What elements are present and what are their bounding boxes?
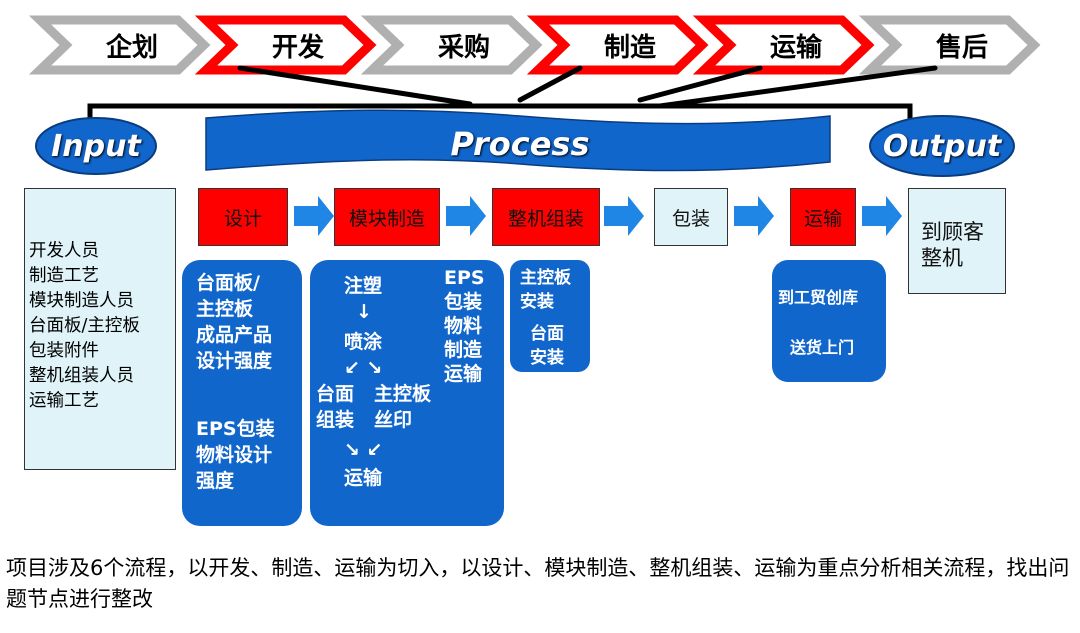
design-detail-text: EPS包装 xyxy=(196,418,275,440)
step-assembly: 整机组装 xyxy=(492,188,600,246)
assembly-detail-text: 台面 xyxy=(530,324,564,344)
assembly-detail: 主控板 安装 台面 安装 xyxy=(510,260,590,372)
process-label: Process xyxy=(450,125,590,163)
flow-arrow-2 xyxy=(446,196,486,236)
module-detail-text: 主控板 xyxy=(374,383,432,405)
stage-label-develop: 开发 xyxy=(271,32,324,63)
stage-chevron-plan xyxy=(28,15,211,75)
flow-arrow-1 xyxy=(294,196,334,236)
down-arrow: ↓ xyxy=(356,301,372,323)
step-packing: 包装 xyxy=(654,188,728,246)
module-detail-text: 注塑 xyxy=(344,275,383,297)
output-line: 到顾客 xyxy=(921,220,984,244)
design-detail-text: 强度 xyxy=(196,470,235,492)
module-detail-text: 包装 xyxy=(444,291,483,313)
step-module: 模块制造 xyxy=(334,188,440,246)
assembly-detail-text: 主控板 xyxy=(520,268,571,288)
transport-detail-text: 送货上门 xyxy=(790,338,855,357)
module-detail-text: EPS xyxy=(444,267,485,289)
stage-chevron-transport xyxy=(692,15,875,75)
design-detail-text: 设计强度 xyxy=(196,350,273,372)
transport-detail-text: 到工贸创库 xyxy=(778,288,859,307)
module-detail-text: 台面 xyxy=(316,383,355,405)
input-item: 运输工艺 xyxy=(29,391,99,411)
design-detail-text: 主控板 xyxy=(196,298,254,320)
design-detail: 台面板/ 主控板 成品产品 设计强度 EPS包装 物料设计 强度 xyxy=(182,260,302,526)
flow-arrow-5 xyxy=(862,196,902,236)
module-detail-text: 喷涂 xyxy=(344,331,383,353)
input-item: 台面板/主控板 xyxy=(29,316,140,336)
module-detail-text: 运输 xyxy=(344,467,383,489)
flow-arrow-4 xyxy=(734,196,774,236)
output-ellipse xyxy=(869,115,1015,177)
stage-chevron-manufacture xyxy=(526,15,709,75)
stage-label-transport: 运输 xyxy=(769,32,822,63)
input-output-bar xyxy=(87,103,913,122)
stage-chevron-purchase xyxy=(360,15,543,75)
input-label: Input xyxy=(51,128,141,164)
converging-lines xyxy=(237,65,938,109)
merge-arrows: ↘ ↙ xyxy=(344,439,383,461)
module-detail-text: 制造 xyxy=(444,339,483,361)
input-item: 制造工艺 xyxy=(29,266,99,286)
assembly-detail-text: 安装 xyxy=(530,348,564,368)
input-list: 开发人员 制造工艺 模块制造人员 台面板/主控板 包装附件 整机组装人员 运输工… xyxy=(24,188,176,470)
input-item: 整机组装人员 xyxy=(29,366,134,386)
input-item: 开发人员 xyxy=(29,241,99,261)
design-detail-text: 台面板/ xyxy=(196,272,260,294)
input-item: 包装附件 xyxy=(29,341,99,361)
stage-label-manufacture: 制造 xyxy=(603,32,656,63)
output-line: 整机 xyxy=(921,246,963,270)
module-detail-text: 物料 xyxy=(444,315,483,337)
stage-label-aftersales: 售后 xyxy=(935,32,988,63)
design-detail-text: 物料设计 xyxy=(196,444,273,466)
step-output: 到顾客 整机 xyxy=(908,188,1006,294)
step-transport: 运输 xyxy=(790,188,856,246)
output-label: Output xyxy=(882,128,1002,164)
step-design: 设计 xyxy=(198,188,288,246)
module-detail-text: 组装 xyxy=(316,409,355,431)
stage-chevron-aftersales xyxy=(858,15,1041,75)
input-item: 模块制造人员 xyxy=(29,291,134,311)
flow-arrow-3 xyxy=(604,196,644,236)
design-detail-text: 成品产品 xyxy=(196,324,273,346)
module-detail-text: 丝印 xyxy=(374,409,413,431)
flow-arrows xyxy=(294,196,902,236)
caption: 项目涉及6个流程，以开发、制造、运输为切入，以设计、模块制造、整机组装、运输为重… xyxy=(6,556,1070,611)
stage-chevron-develop xyxy=(194,15,377,75)
stage-label-purchase: 采购 xyxy=(437,32,490,63)
assembly-detail-text: 安装 xyxy=(520,292,554,312)
stage-label-plan: 企划 xyxy=(105,32,158,63)
module-detail: 注塑 ↓ 喷涂 ↙ ↘ 台面 组装 主控板 丝印 ↘ ↙ 运输 EPS 包装 物… xyxy=(310,260,504,526)
input-ellipse xyxy=(35,117,157,175)
module-detail-text: 运输 xyxy=(444,363,483,385)
process-banner xyxy=(205,109,831,172)
transport-detail: 到工贸创库 送货上门 xyxy=(772,260,886,382)
split-arrows: ↙ ↘ xyxy=(344,357,383,379)
